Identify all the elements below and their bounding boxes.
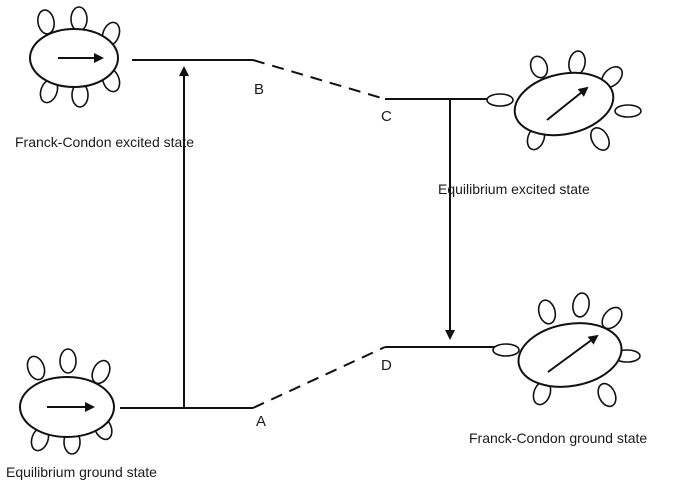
label-equilibrium-excited-state: Equilibrium excited state: [438, 181, 590, 197]
label-equilibrium-ground-state: Equilibrium ground state: [6, 464, 157, 480]
solute-cavity: [513, 71, 615, 137]
molecule-franck-condon-ground: [492, 292, 641, 408]
point-label-d: D: [381, 357, 392, 374]
point-label-c: C: [381, 108, 392, 125]
dipole-arrow: [547, 334, 599, 373]
molecule-franck-condon-excited: [29, 6, 121, 108]
relaxation-line-b-c: [252, 59, 386, 100]
molecule-equilibrium-ground: [19, 348, 115, 455]
label-franck-condon-ground-state: Franck-Condon ground state: [469, 430, 647, 446]
label-franck-condon-excited-state: Franck-Condon excited state: [15, 134, 194, 150]
molecule-equilibrium-excited: [486, 50, 642, 151]
point-label-b: B: [254, 81, 264, 98]
dipole-arrow: [546, 86, 589, 121]
point-label-a: A: [256, 413, 266, 430]
relaxation-line-a-d: [252, 346, 386, 409]
